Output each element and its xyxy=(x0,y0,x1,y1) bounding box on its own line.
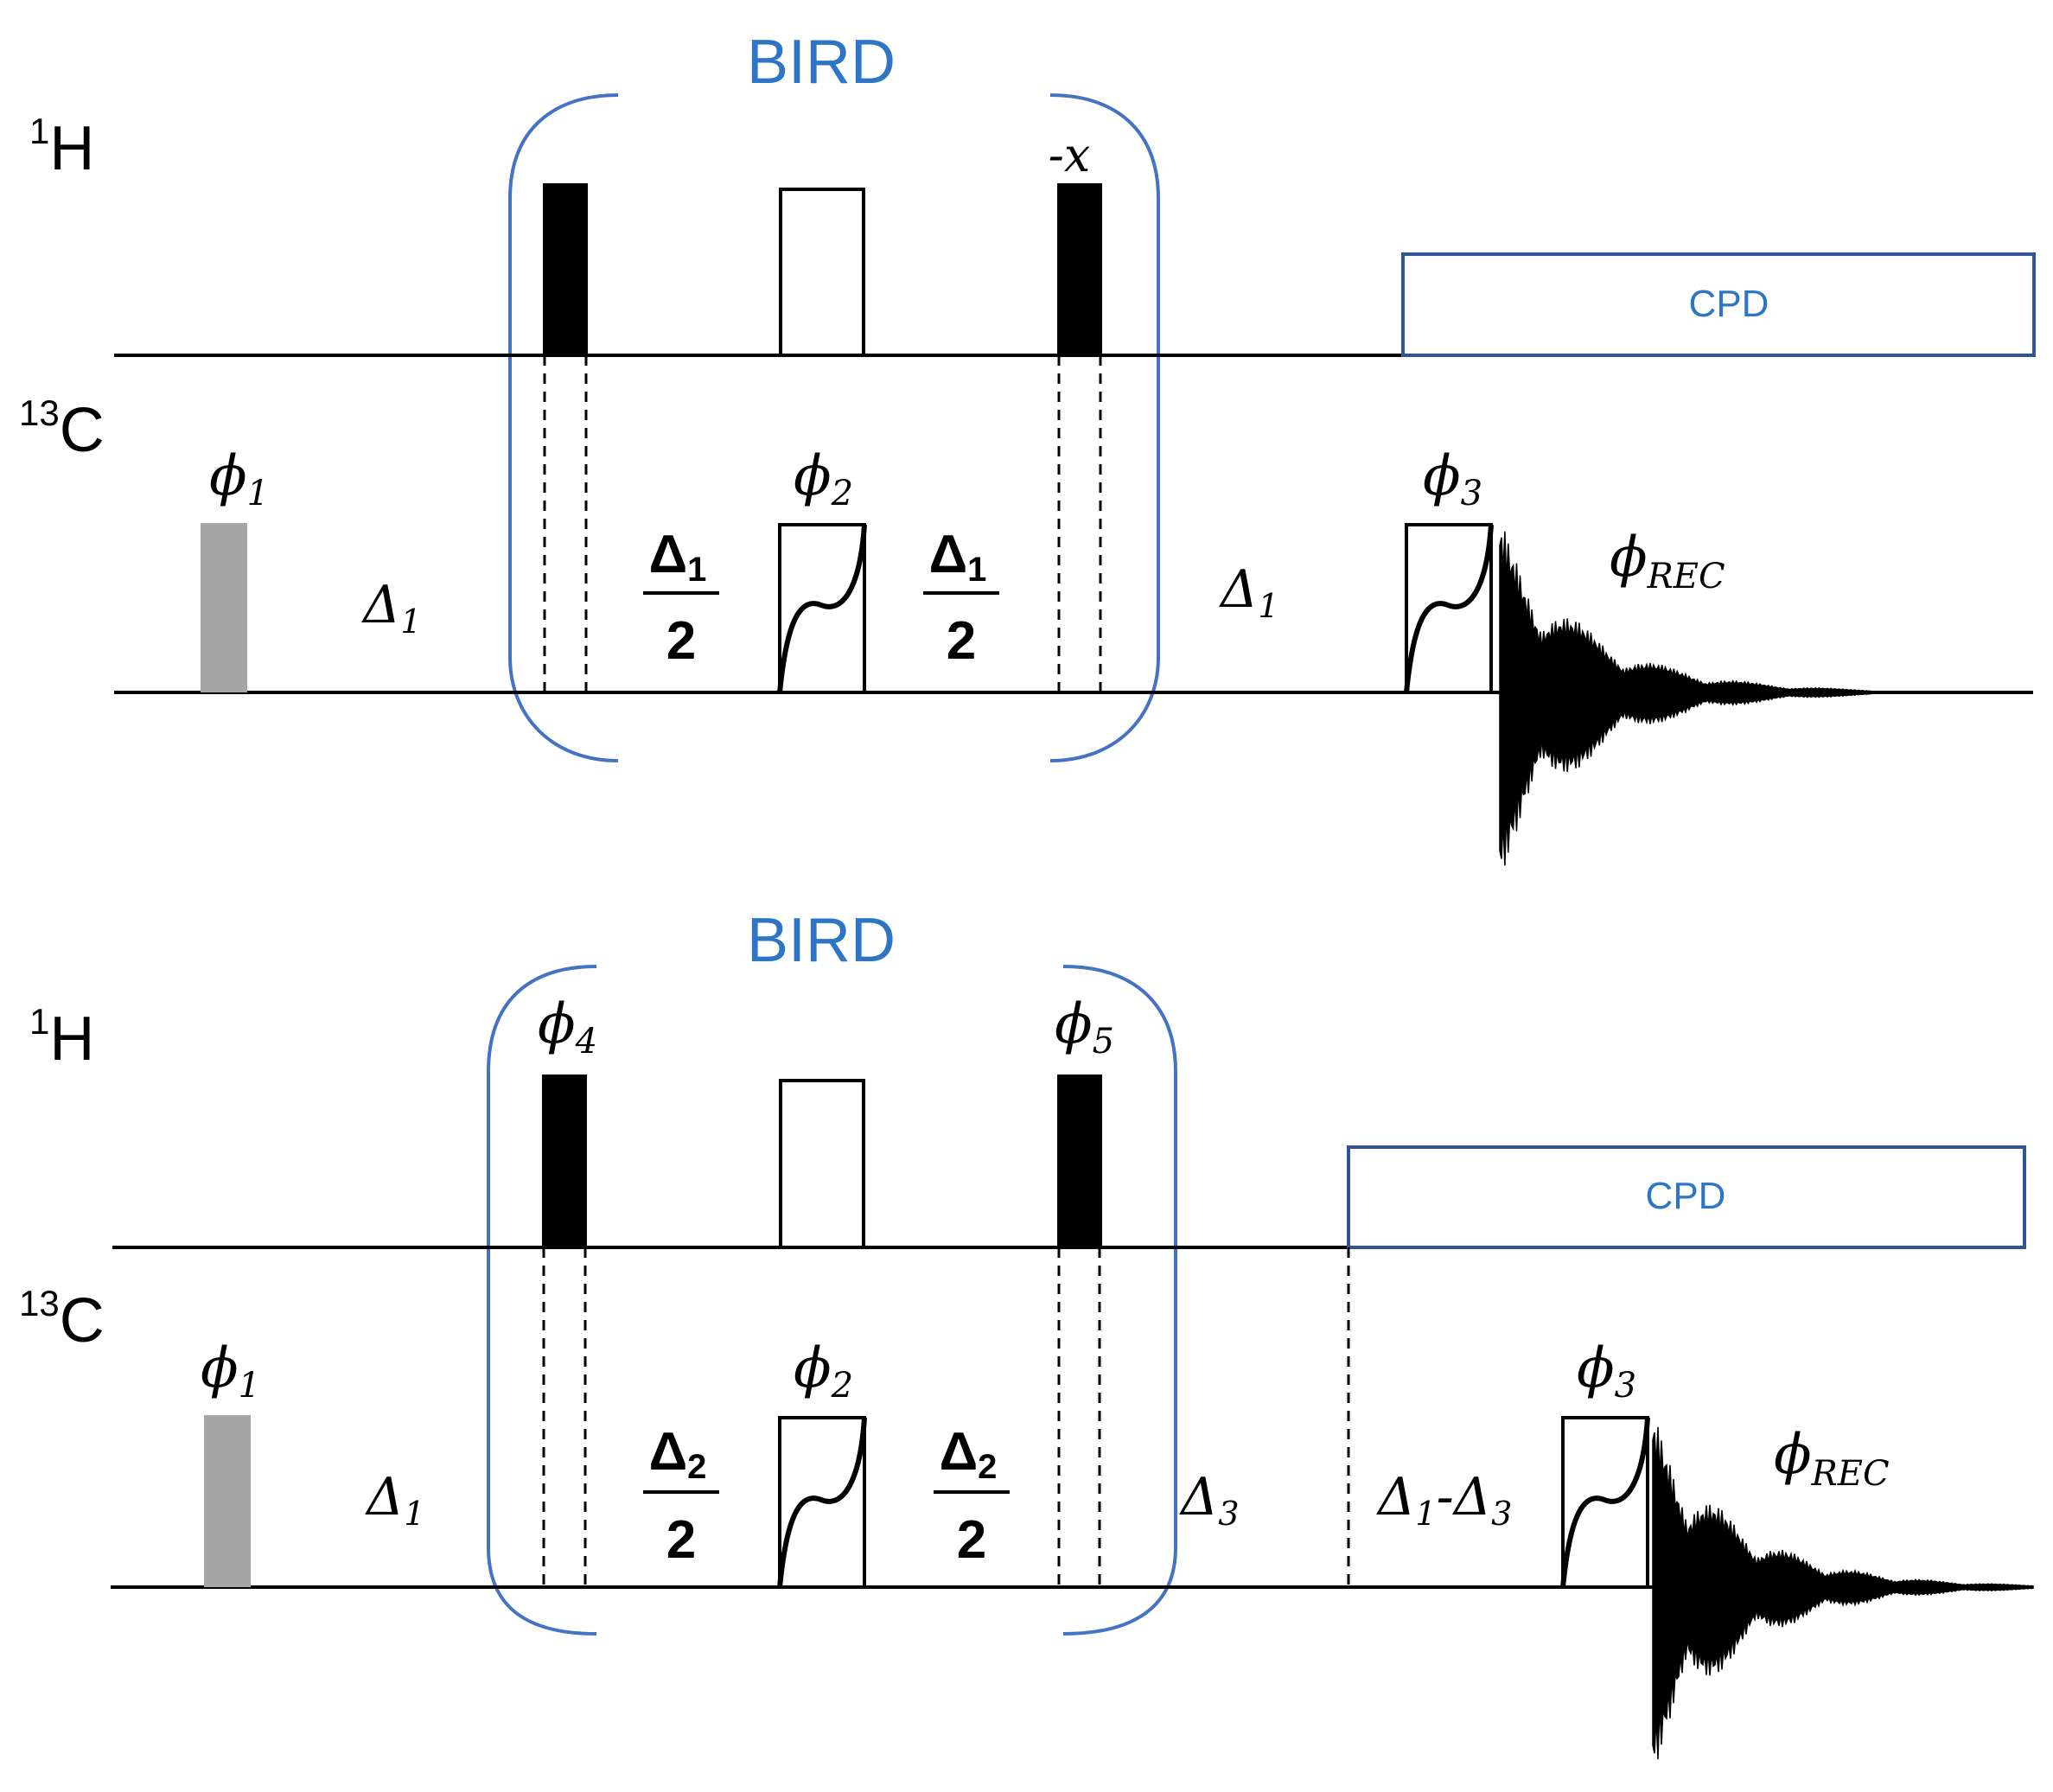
h-180-pulse xyxy=(779,1079,865,1249)
phase-minus-x-label: -x xyxy=(1049,128,1091,182)
h-90-pulse-2 xyxy=(1057,183,1102,355)
panel-1: 1H 13C BIRD -x CPD ϕ1 Δ1 Δ1 xyxy=(19,28,2036,866)
svg-text:2: 2 xyxy=(947,611,976,671)
adiabatic-sweep-curve-1 xyxy=(777,524,867,693)
svg-text:Δ1: Δ1 xyxy=(929,525,987,589)
half-delay-fraction-left: Δ1 2 xyxy=(643,525,719,671)
half-delay-fraction-right: Δ1 2 xyxy=(923,525,999,671)
adiabatic-sweep-curve-2 xyxy=(1560,1417,1650,1588)
c-adiabatic-pulse-1 xyxy=(778,523,866,694)
phirec-label: ϕREC xyxy=(1774,1423,1890,1494)
svg-text:Δ1: Δ1 xyxy=(649,525,707,589)
phi2-label: ϕ2 xyxy=(794,444,853,513)
c-excitation-pulse xyxy=(201,523,247,692)
svg-text:2: 2 xyxy=(957,1510,986,1570)
bird-label: BIRD xyxy=(747,28,896,97)
delay-1-right-label: Δ1 xyxy=(1219,559,1279,625)
h-90-pulse-1 xyxy=(542,1075,587,1247)
bird-bracket-right xyxy=(1049,93,1160,762)
cpd-decoupling-box xyxy=(1401,252,2036,357)
cpd-decoupling-box xyxy=(1347,1145,2026,1249)
c-channel-label: 13C xyxy=(19,1283,105,1355)
svg-text:Δ2: Δ2 xyxy=(940,1422,998,1486)
alignment-dashes xyxy=(542,1247,1350,1587)
phirec-label: ϕREC xyxy=(1610,526,1725,596)
phi1-label: ϕ1 xyxy=(201,1336,260,1406)
c-adiabatic-pulse-2 xyxy=(1405,523,1493,694)
h-180-pulse xyxy=(779,188,865,357)
svg-text:2: 2 xyxy=(666,611,696,671)
c-channel-label: 13C xyxy=(19,392,105,465)
c-excitation-pulse xyxy=(204,1415,251,1587)
bird-bracket-left xyxy=(508,93,619,762)
h-90-pulse-1 xyxy=(543,183,588,355)
delay-1-label: Δ1 xyxy=(361,575,422,641)
fid-signal xyxy=(1652,1426,2034,1760)
phi2-label: ϕ2 xyxy=(794,1336,853,1406)
delay-difference-label: Δ1-Δ3 xyxy=(1376,1467,1512,1533)
cpd-label: CPD xyxy=(1689,283,1769,325)
delay-3-label: Δ3 xyxy=(1179,1467,1240,1533)
fid-signal xyxy=(1499,531,1872,866)
h-channel-label: 1H xyxy=(29,111,94,183)
half-delay-fraction-left: Δ2 2 xyxy=(643,1422,719,1570)
phi4-label: ϕ4 xyxy=(538,992,597,1062)
bird-bracket-left xyxy=(487,965,597,1636)
h-channel-label: 1H xyxy=(29,1001,94,1074)
phi3-label: ϕ3 xyxy=(1577,1336,1636,1406)
phi5-label: ϕ5 xyxy=(1055,992,1114,1062)
adiabatic-sweep-curve-2 xyxy=(1404,524,1494,693)
half-delay-fraction-right: Δ2 2 xyxy=(934,1422,1010,1570)
cpd-label: CPD xyxy=(1646,1175,1726,1217)
adiabatic-sweep-curve-1 xyxy=(777,1417,867,1588)
panel-2: 1H 13C BIRD ϕ4 ϕ5 CPD ϕ1 Δ1 Δ2 2 xyxy=(19,906,2034,1760)
alignment-dashes xyxy=(543,355,1102,692)
bird-label: BIRD xyxy=(747,906,896,975)
phi1-label: ϕ1 xyxy=(209,444,269,513)
bird-bracket-right xyxy=(1062,965,1177,1636)
delay-1-label: Δ1 xyxy=(365,1467,425,1533)
svg-text:Δ2: Δ2 xyxy=(649,1422,707,1486)
phi3-label: ϕ3 xyxy=(1423,444,1482,513)
svg-text:2: 2 xyxy=(666,1510,696,1570)
h-90-pulse-2 xyxy=(1057,1075,1102,1247)
